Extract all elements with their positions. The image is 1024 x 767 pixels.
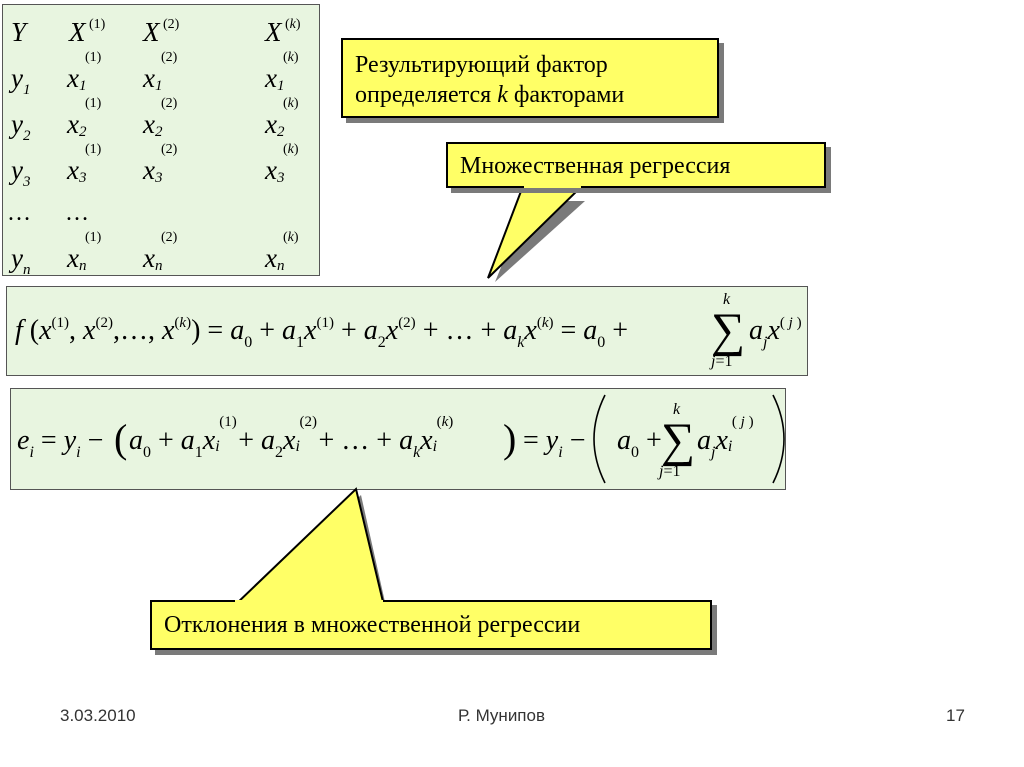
formula-regression-function: f (x(1), x(2),…, x(k)) = a0 + a1x(1) + a…	[6, 286, 808, 376]
formula-regression-sum-lower: j=1	[711, 353, 733, 370]
callout-multiple-regression: Множественная регрессия	[446, 142, 826, 188]
formula-deviations-lhs: ei = yi −	[17, 425, 104, 461]
formula-regression-sum-upper: k	[723, 291, 731, 308]
callout-factor-after: факторами	[513, 82, 625, 108]
formula-regression-sum-term: ajx( j )	[749, 315, 802, 351]
callout-multiple-regression-text: Множественная регрессия	[460, 153, 731, 179]
table-ellipsis-1: …	[7, 200, 31, 226]
table-header-x1: X (1)	[69, 17, 106, 47]
formula-regression-lhs: f (x(1), x(2),…, x(k)) = a0 + a1x(1) + a…	[15, 315, 629, 351]
callout-factor-before: определяется	[355, 82, 492, 108]
formula-deviations-sum-lower: j=1	[659, 463, 681, 480]
callout-deviations: Отклонения в множественной регрессии	[150, 600, 712, 650]
footer-author: Р. Мунипов	[458, 706, 546, 725]
callout-factor-k: k	[497, 82, 508, 108]
formula-deviations-sum-sign: ∑	[661, 414, 696, 467]
formula-deviations-a0: a0 +	[617, 425, 662, 461]
footer-date: 3.03.2010	[60, 706, 136, 725]
callout-factor-line1: Результирующий фактор	[355, 52, 608, 78]
formula-deviations-big-parens	[593, 394, 785, 484]
table-cell-yn: yn	[11, 243, 31, 278]
callout-deviations-text: Отклонения в множественной регрессии	[164, 612, 581, 638]
table-cell-y2: y2	[11, 109, 31, 144]
table-cell-y3: y3	[11, 155, 31, 190]
table-header-xk: X (k)	[265, 17, 301, 47]
formula-deviations-sum-upper: k	[673, 401, 681, 418]
table-header-x2: X (2)	[143, 17, 180, 47]
formula-deviations-lparen: (	[114, 416, 128, 461]
table-cell-y1: y1	[11, 63, 31, 98]
footer-page-number: 17	[946, 706, 965, 725]
formula-regression-sum-sign: ∑	[711, 304, 746, 357]
table-ellipsis-2: …	[65, 200, 89, 226]
formula-deviations-equals: = yi −	[523, 425, 586, 461]
formula-deviations-rparen: )	[503, 416, 517, 461]
table-header-y: Y	[11, 17, 27, 47]
